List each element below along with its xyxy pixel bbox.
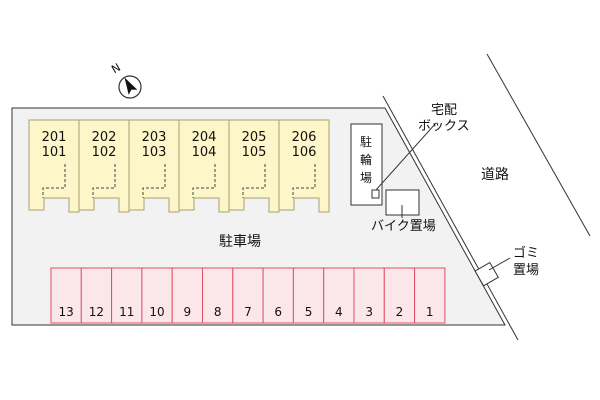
parking-space (232, 267, 264, 324)
north-arrow-icon (118, 75, 142, 99)
unit-number-lower: 106 (291, 145, 317, 160)
parking-space-number: 12 (88, 305, 105, 319)
bike-parking-label: バイク置場 (371, 219, 436, 234)
unit-stair-line (142, 164, 166, 198)
unit-number-upper: 202 (91, 130, 117, 145)
parking-space-number: 6 (274, 305, 283, 319)
delivery-box-leader (375, 122, 437, 191)
unit-stair-line (192, 164, 216, 198)
unit-number-upper: 206 (291, 130, 317, 145)
parking-space (262, 267, 294, 324)
parking-label: 駐車場 (219, 234, 261, 250)
unit-number-upper: 205 (241, 130, 267, 145)
parking-space-number: 11 (119, 305, 135, 319)
parking-space (141, 267, 173, 324)
building-units (28, 119, 330, 213)
bicycle-parking-label-char: 輪 (359, 153, 372, 167)
parking-space-number: 2 (395, 305, 404, 319)
unit-number-lower: 101 (41, 145, 67, 160)
bicycle-parking-label-char: 場 (359, 171, 372, 185)
road-label: 道路 (481, 167, 509, 183)
parking-space-number: 9 (183, 305, 192, 319)
parking-space-number: 8 (213, 305, 222, 319)
parking-space-number: 7 (244, 305, 252, 319)
parking-space (50, 267, 82, 324)
unit-block (278, 119, 330, 213)
road-edge-right (486, 53, 591, 237)
unit-stair-line (242, 164, 266, 198)
parking-spaces (50, 267, 446, 324)
garbage-label-line1: ゴミ (513, 246, 540, 261)
delivery-box-label-line2: ボックス (418, 119, 470, 134)
unit-stair-line (292, 164, 316, 198)
delivery-box-label-line1: 宅配 (431, 103, 458, 118)
unit-number-upper: 203 (141, 130, 167, 145)
garbage-leader (488, 257, 511, 271)
garbage-label-line2: 置場 (513, 263, 540, 278)
delivery-box-icon (371, 189, 380, 199)
parking-space-number: 3 (365, 305, 373, 319)
unit-number-lower: 102 (91, 145, 117, 160)
parking-space (202, 267, 234, 324)
bicycle-parking-label: 駐輪場 (359, 135, 373, 189)
parking-space-number: 1 (425, 305, 434, 319)
parking-space-number: 13 (58, 305, 74, 319)
bicycle-parking-label-char: 駐 (359, 135, 372, 149)
unit-stair-line (42, 164, 66, 198)
unit-number-lower: 105 (241, 145, 267, 160)
unit-stair-line (92, 164, 116, 198)
parking-space-number: 10 (149, 305, 165, 319)
parking-space-number: 5 (304, 305, 313, 319)
unit-number-lower: 104 (191, 145, 217, 160)
parking-space (414, 267, 446, 324)
unit-number-upper: 201 (41, 130, 67, 145)
unit-number-lower: 103 (141, 145, 167, 160)
parking-space (292, 267, 325, 324)
parking-space-number: 4 (335, 305, 343, 319)
parking-space (171, 267, 203, 324)
unit-number-upper: 204 (191, 130, 217, 145)
road-edge-left (382, 95, 519, 341)
